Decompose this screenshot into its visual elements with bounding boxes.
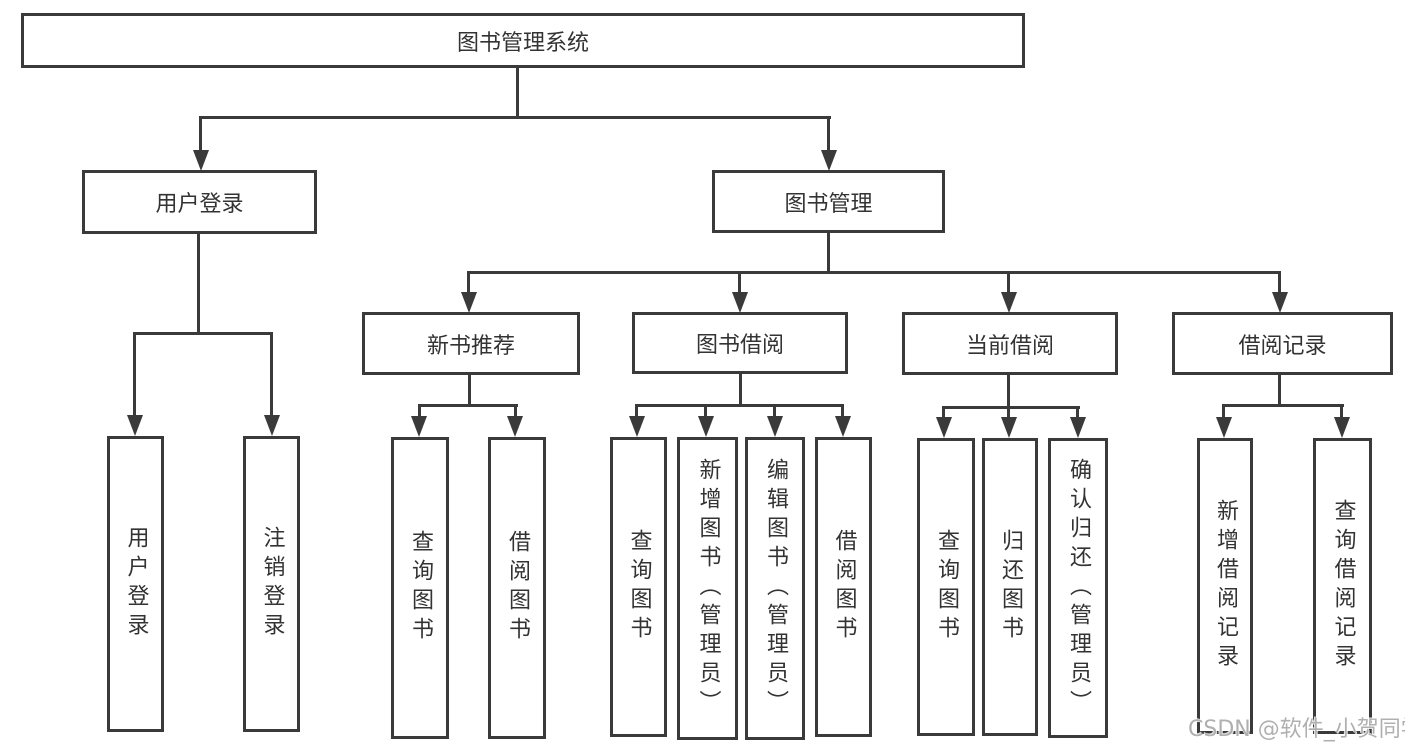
csdn-watermark: CSDN @软件_小贺同学 — [1188, 717, 1405, 742]
connector-stem-book-management — [827, 116, 830, 152]
leaf-return-books: 归还图书 — [982, 438, 1038, 736]
connector-stem-leaf-logout — [270, 332, 273, 415]
node-borrow-record: 借阅记录 — [1172, 312, 1393, 375]
arrowhead-bb-edit — [767, 416, 783, 437]
arrowhead-cb-return — [1001, 417, 1017, 438]
connector-bookmgmt-stub — [827, 233, 830, 274]
leaf-query-borrow-record-label: 查询借阅记录 — [1330, 499, 1356, 673]
connector-stem-book-borrow — [738, 271, 741, 293]
leaf-user-login: 用户登录 — [107, 436, 164, 732]
leaf-return-books-label: 归还图书 — [998, 529, 1023, 645]
connector-stem-bb-add — [704, 404, 707, 417]
leaf-user-login-label: 用户登录 — [123, 526, 149, 642]
connector-root-stub — [516, 66, 519, 118]
arrowhead-leaf-logout — [264, 415, 280, 436]
node-borrow-record-label: 借阅记录 — [1238, 333, 1327, 359]
leaf-recommend-borrow-books-label: 借阅图书 — [505, 530, 530, 646]
node-user-login: 用户登录 — [82, 170, 317, 234]
arrowhead-book-management — [821, 150, 837, 171]
leaf-borrow-books: 借阅图书 — [815, 437, 872, 737]
connector-stem-user-login — [199, 116, 202, 152]
node-book-borrow-label: 图书借阅 — [695, 333, 784, 358]
arrowhead-br-query — [1334, 417, 1350, 438]
leaf-add-books-admin-label: 新增图书（管理员） — [695, 458, 721, 719]
leaf-edit-books-admin: 编辑图书（管理员） — [745, 437, 805, 740]
leaf-borrow-query-books: 查询图书 — [610, 437, 667, 737]
arrowhead-current-borrow — [1001, 292, 1017, 313]
node-user-login-label: 用户登录 — [155, 192, 244, 217]
leaf-recommend-query-books-label: 查询图书 — [408, 530, 433, 646]
connector-bookborrow-stub — [739, 373, 742, 406]
connector-stem-cb-query — [942, 406, 945, 418]
arrowhead-rec-borrow — [507, 416, 523, 437]
leaf-add-books-admin: 新增图书（管理员） — [677, 437, 738, 740]
connector-stem-cb-return — [1007, 406, 1010, 418]
leaf-add-borrow-record: 新增借阅记录 — [1197, 438, 1253, 734]
leaf-borrow-books-label: 借阅图书 — [831, 529, 857, 645]
connector-stem-bb-borrow — [841, 404, 844, 417]
leaf-confirm-return-admin-label: 确认归还（管理员） — [1066, 457, 1091, 719]
arrowhead-rec-query — [411, 416, 427, 437]
arrowhead-bb-add — [698, 416, 714, 437]
connector-stem-bb-edit — [773, 404, 776, 417]
arrowhead-new-recommend — [461, 292, 477, 313]
connector-stem-cb-confirm — [1076, 406, 1079, 418]
arrowhead-cb-query — [936, 417, 952, 438]
arrowhead-bb-query — [629, 416, 645, 437]
node-new-book-recommend: 新书推荐 — [362, 312, 580, 375]
leaf-logout-label: 注销登录 — [259, 526, 285, 642]
leaf-current-query-books-label: 查询图书 — [934, 529, 959, 645]
node-book-borrow: 图书借阅 — [632, 312, 848, 374]
leaf-recommend-borrow-books: 借阅图书 — [488, 437, 546, 739]
connector-stem-bb-query — [635, 404, 638, 417]
connector-stem-current-borrow — [1007, 271, 1010, 293]
node-book-management-label: 图书管理 — [784, 191, 873, 217]
connector-stem-rec-query — [418, 404, 421, 417]
connector-stem-leaf-login — [133, 332, 136, 415]
node-root-label: 图书管理系统 — [456, 30, 589, 56]
node-new-book-recommend-label: 新书推荐 — [426, 333, 515, 359]
node-current-borrow-label: 当前借阅 — [965, 333, 1054, 359]
node-root: 图书管理系统 — [21, 13, 1025, 68]
arrowhead-borrow-record — [1272, 292, 1288, 313]
leaf-recommend-query-books: 查询图书 — [391, 437, 449, 739]
arrowhead-bb-borrow — [835, 416, 851, 437]
leaf-add-borrow-record-label: 新增借阅记录 — [1213, 499, 1238, 673]
node-book-management: 图书管理 — [712, 170, 945, 233]
connector-stem-br-add — [1222, 404, 1225, 418]
connector-stem-rec-borrow — [514, 404, 517, 417]
connector-borrowrecord-stub — [1278, 375, 1281, 406]
leaf-current-query-books: 查询图书 — [917, 438, 975, 736]
arrowhead-leaf-login — [127, 415, 143, 436]
leaf-confirm-return-admin: 确认归还（管理员） — [1048, 438, 1108, 738]
leaf-query-borrow-record: 查询借阅记录 — [1313, 438, 1372, 734]
arrowhead-cb-confirm — [1070, 417, 1086, 438]
connector-stem-new-recommend — [467, 271, 470, 293]
leaf-borrow-query-books-label: 查询图书 — [626, 529, 652, 645]
node-current-borrow: 当前借阅 — [902, 312, 1118, 375]
arrowhead-book-borrow — [732, 292, 748, 313]
connector-level1-hline — [199, 116, 831, 119]
arrowhead-user-login — [193, 150, 209, 171]
connector-currentborrow-stub — [1007, 375, 1010, 409]
connector-recommend-hline — [418, 404, 518, 407]
connector-bookborrow-hline — [635, 404, 844, 407]
connector-level2-hline — [467, 271, 1281, 274]
connector-stem-borrow-record — [1278, 271, 1281, 293]
connector-borrowrecord-hline — [1222, 404, 1344, 407]
leaf-edit-books-admin-label: 编辑图书（管理员） — [763, 458, 788, 719]
connector-userlogin-stub — [197, 233, 200, 334]
connector-recommend-stub — [468, 375, 471, 406]
arrowhead-br-add — [1216, 417, 1232, 438]
connector-currentborrow-hline — [942, 406, 1080, 409]
connector-stem-br-query — [1340, 404, 1343, 418]
connector-userlogin-hline — [133, 332, 273, 335]
leaf-logout: 注销登录 — [243, 436, 300, 732]
